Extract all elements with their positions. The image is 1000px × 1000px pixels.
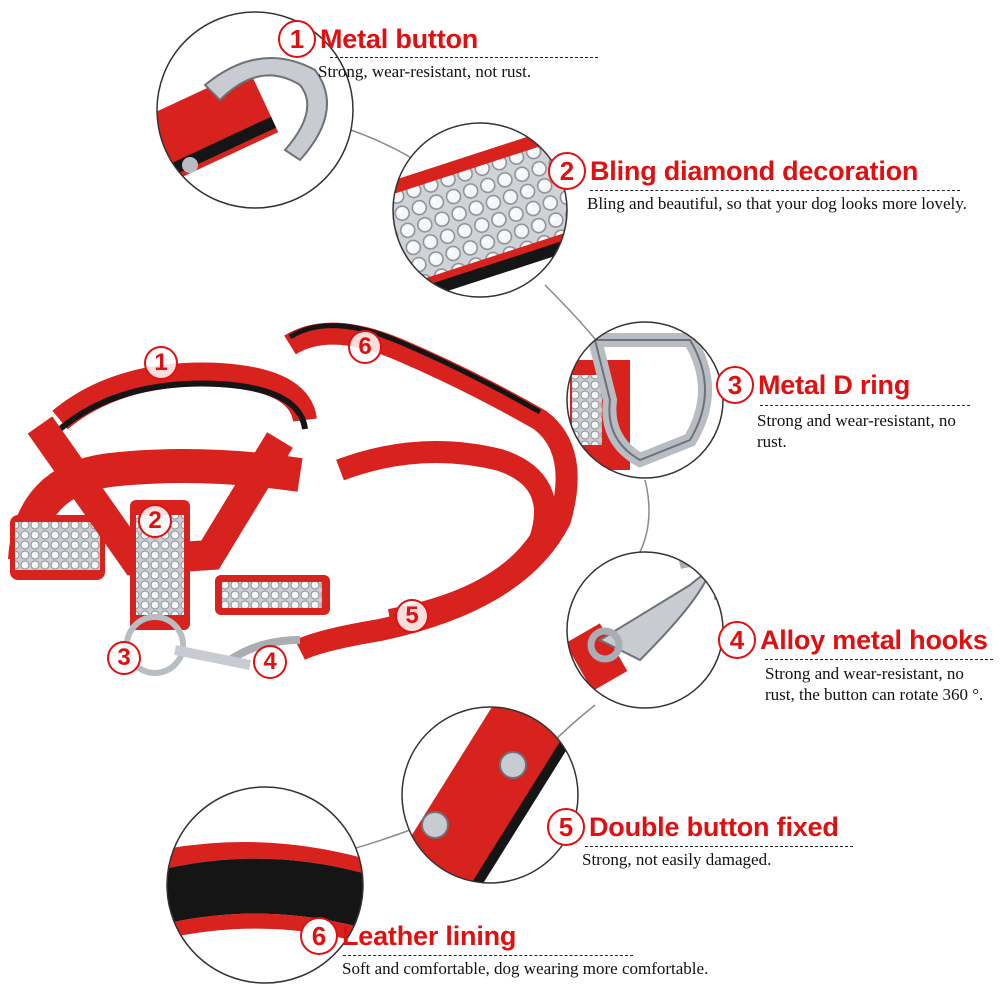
feature-divider [765, 659, 993, 660]
feature-title: Metal button [320, 23, 479, 54]
marker-1: 1 [144, 346, 178, 380]
feature-title-row: 1 Metal button [278, 20, 478, 58]
feature-divider [760, 405, 970, 406]
marker-3: 3 [107, 641, 141, 675]
feature-title: Double button fixed [589, 811, 839, 842]
feature-title: Metal D ring [758, 369, 911, 400]
feature-divider [330, 57, 598, 58]
feature-number-badge: 1 [278, 20, 316, 58]
feature-title: Bling diamond decoration [590, 155, 919, 186]
feature-title: Leather lining [342, 920, 517, 951]
feature-number-badge: 6 [300, 917, 338, 955]
leash-illustration [174, 322, 578, 670]
feature-description: Strong, wear-resistant, not rust. [318, 62, 532, 81]
marker-6: 6 [348, 330, 382, 364]
feature-description: Soft and comfortable, dog wearing more c… [342, 959, 709, 978]
detail-circle-d-ring [566, 321, 724, 479]
detail-circle-buckle [156, 11, 354, 209]
feature-divider [590, 190, 960, 191]
marker-2: 2 [138, 504, 172, 538]
feature-number-badge: 3 [716, 366, 754, 404]
feature-title: Alloy metal hooks [760, 624, 988, 655]
feature-title-row: 4 Alloy metal hooks [718, 621, 988, 659]
detail-circle-rhinestones [392, 122, 568, 298]
feature-description: Strong and wear-resistant, no rust, the … [765, 664, 984, 704]
marker-4: 4 [253, 645, 287, 679]
feature-description: Strong and wear-resistant, no rust. [757, 411, 956, 451]
feature-title-row: 3 Metal D ring [716, 366, 910, 404]
feature-title-row: 2 Bling diamond decoration [548, 152, 918, 190]
feature-number-badge: 5 [547, 808, 585, 846]
harness-illustration [8, 362, 330, 676]
detail-circle-rivets [401, 706, 579, 884]
feature-number-badge: 4 [718, 621, 756, 659]
feature-description: Strong, not easily damaged. [582, 850, 772, 869]
marker-5: 5 [395, 599, 429, 633]
feature-divider [585, 846, 853, 847]
feature-divider [343, 955, 633, 956]
feature-description: Bling and beautiful, so that your dog lo… [587, 194, 967, 213]
feature-number-badge: 2 [548, 152, 586, 190]
feature-title-row: 5 Double button fixed [547, 808, 839, 846]
detail-circle-snap-hook [566, 551, 724, 709]
feature-title-row: 6 Leather lining [300, 917, 516, 955]
